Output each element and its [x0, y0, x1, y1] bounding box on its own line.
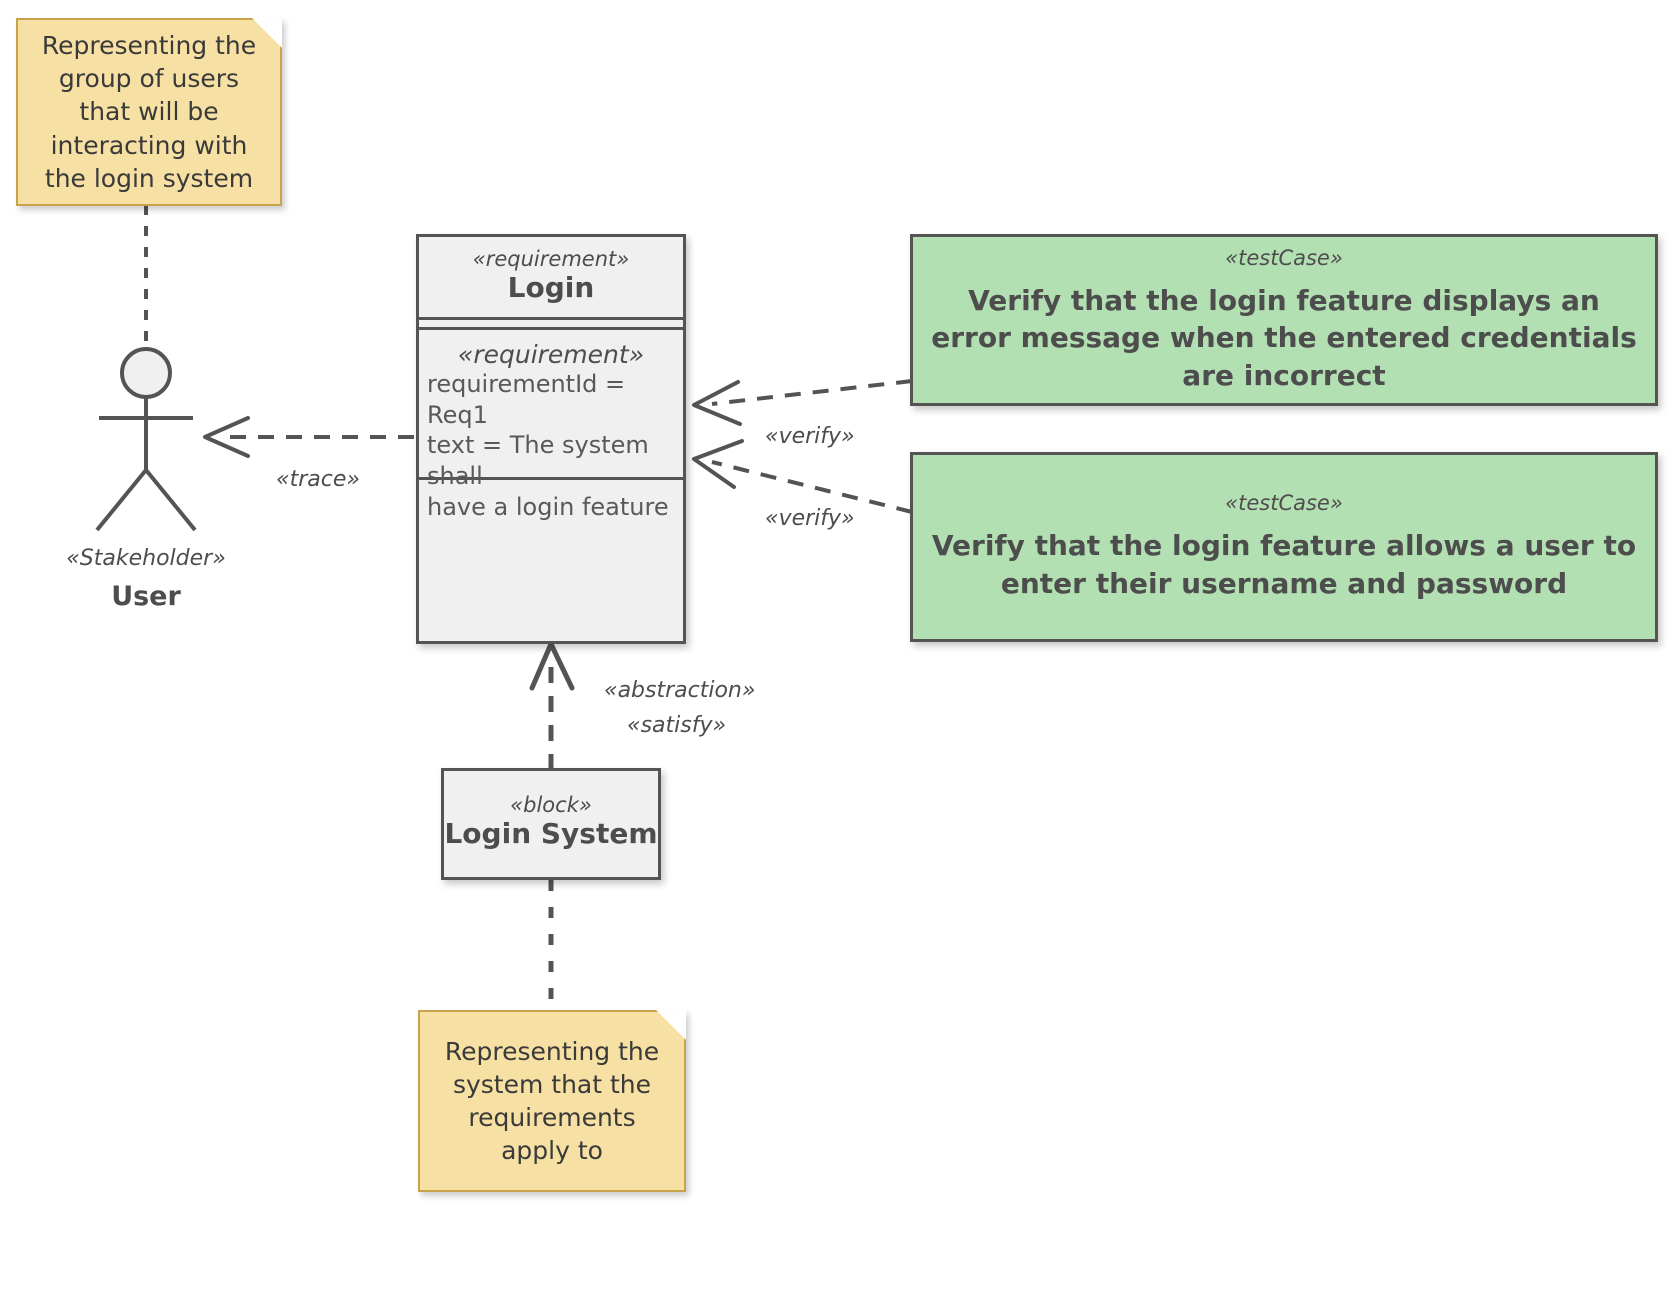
arrowhead-verify-lower	[692, 439, 744, 489]
requirement-properties: «requirement» requirementId = Req1 text …	[419, 330, 683, 521]
requirement-empty-strip	[419, 320, 683, 330]
actor-stereotype: «Stakeholder»	[66, 546, 226, 571]
actor-user[interactable]	[70, 345, 225, 535]
testcase-stereotype: «testCase»	[1225, 491, 1343, 516]
edge-label-abstraction: «abstraction»	[604, 678, 756, 703]
testcase-stereotype: «testCase»	[1225, 245, 1343, 270]
requirement-properties-stereotype: «requirement»	[457, 340, 645, 369]
note-system-description: Representing the system that the require…	[418, 1010, 686, 1192]
testcase-name: Verify that the login feature displays a…	[931, 283, 1637, 392]
edge-label-trace: «trace»	[276, 467, 360, 492]
edge-label-satisfy: «satisfy»	[627, 713, 727, 738]
arrowhead-verify-upper	[692, 380, 742, 426]
block-stereotype: «block»	[510, 793, 592, 817]
requirement-property-text-line2: have a login feature	[427, 492, 669, 521]
edge-verify-lower	[711, 460, 913, 514]
actor-name: User	[111, 581, 181, 612]
block-name: Login System	[444, 817, 658, 850]
requirement-property-text-line1: text = The system shall	[427, 431, 649, 491]
testcase-name: Verify that the login feature allows a u…	[931, 529, 1637, 600]
requirement-login[interactable]: «requirement» Login «requirement» requir…	[416, 234, 686, 644]
edge-verify-upper	[711, 379, 913, 406]
testcase-error-message[interactable]: «testCase» Verify that the login feature…	[910, 234, 1658, 406]
requirement-header: «requirement» Login	[419, 237, 683, 320]
note-system-text: Representing the system that the require…	[444, 1036, 660, 1166]
note-user-description: Representing the group of users that wil…	[16, 18, 282, 206]
requirement-name: Login	[507, 271, 595, 304]
arrowhead-satisfy	[529, 641, 575, 691]
testcase-enter-credentials[interactable]: «testCase» Verify that the login feature…	[910, 452, 1658, 642]
stick-figure-icon	[95, 347, 197, 532]
edge-label-verify-upper: «verify»	[765, 424, 855, 449]
actor-user-labels: «Stakeholder» User	[16, 546, 276, 612]
requirement-property-id: requirementId = Req1	[427, 370, 626, 429]
block-login-system[interactable]: «block» Login System	[441, 768, 661, 880]
block-header: «block» Login System	[444, 771, 658, 850]
edge-label-verify-lower: «verify»	[765, 506, 855, 531]
note-user-text: Representing the group of users that wil…	[41, 30, 257, 193]
requirement-stereotype: «requirement»	[472, 247, 630, 271]
